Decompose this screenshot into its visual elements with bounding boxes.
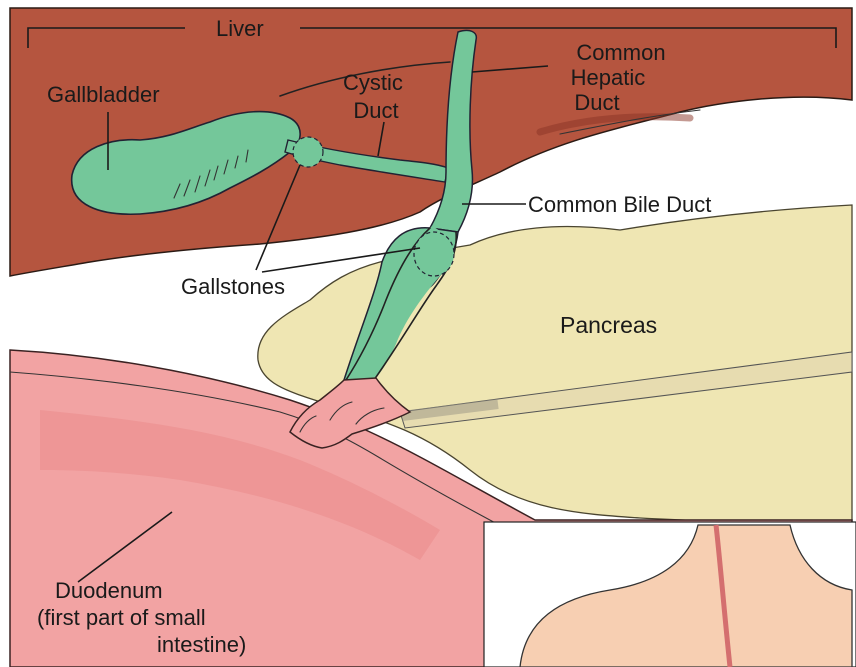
common-hepatic-duct-line3: Duct [574, 90, 619, 115]
gallstone-cystic [293, 137, 323, 167]
cystic-duct-label-line1: Cystic [343, 70, 403, 95]
common-hepatic-duct-line1: Common [576, 40, 665, 65]
cystic-duct-label-line2: Duct [353, 98, 398, 123]
pancreas-label: Pancreas [560, 312, 657, 338]
gallstones-label: Gallstones [181, 274, 285, 299]
duodenum-label-line2: (first part of small [37, 605, 206, 630]
liver-label: Liver [216, 16, 264, 41]
duodenum-label-line1: Duodenum [55, 578, 163, 603]
duodenum-label-line3: intestine) [157, 632, 246, 657]
gallstone-bile-duct [414, 232, 454, 276]
common-bile-duct-label: Common Bile Duct [528, 192, 711, 217]
gallbladder-label: Gallbladder [47, 82, 160, 107]
common-hepatic-duct-line2: Hepatic [571, 65, 646, 90]
